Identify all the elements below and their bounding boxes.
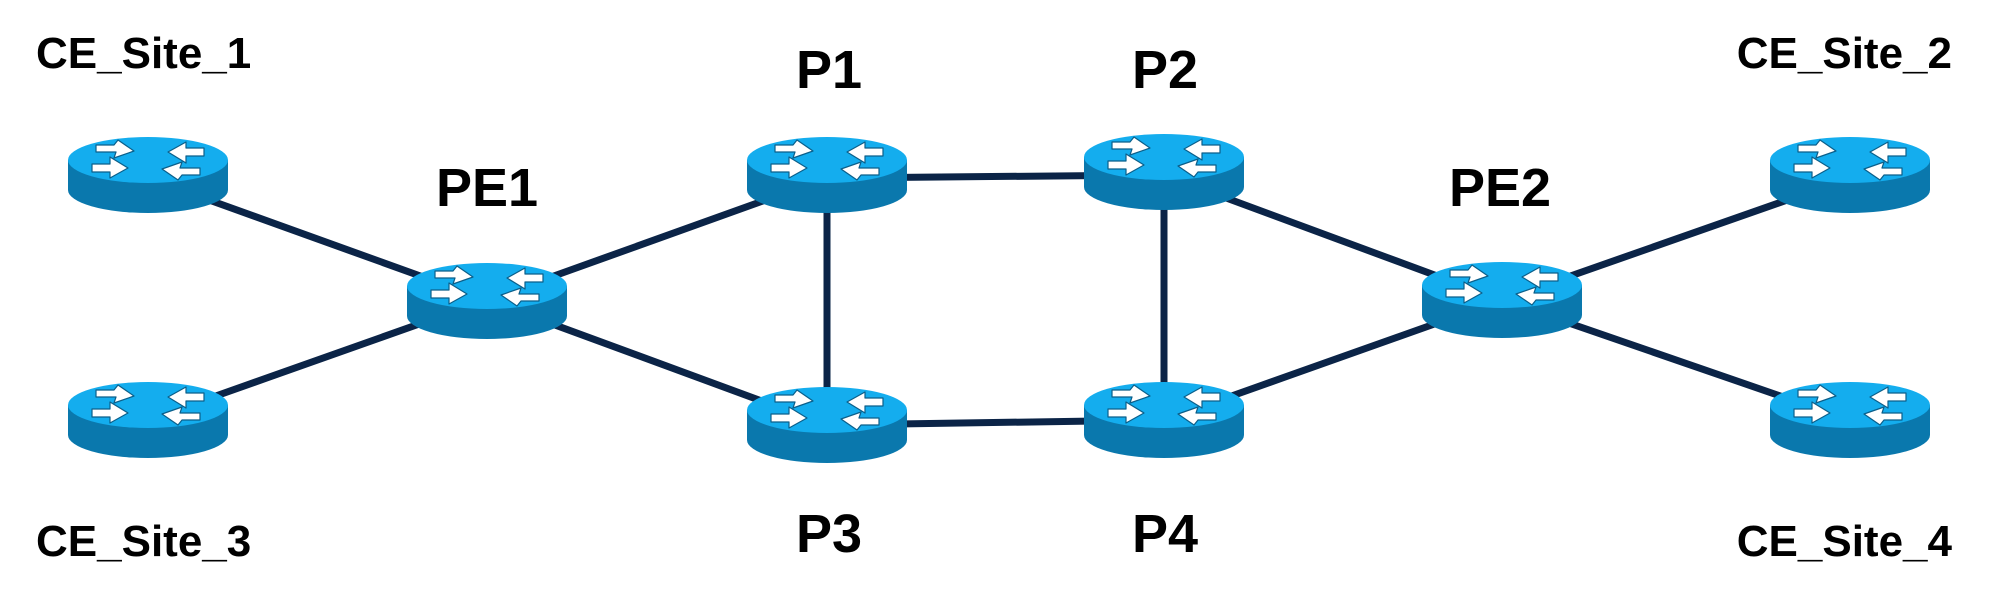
router-ce4[interactable] <box>1769 381 1931 459</box>
router-icon <box>67 136 229 214</box>
links-layer <box>144 171 1854 429</box>
label-p1: P1 <box>796 40 862 100</box>
routers-layer <box>67 133 1931 464</box>
label-ce2: CE_Site_2 <box>1737 29 1952 78</box>
label-p3: P3 <box>796 504 862 564</box>
router-icon <box>746 386 908 464</box>
router-p1[interactable] <box>746 136 908 214</box>
router-ce3[interactable] <box>67 381 229 459</box>
labels-layer: CE_Site_1 CE_Site_3 PE1 P1 P3 P2 P4 PE2 … <box>36 29 1953 566</box>
router-p2[interactable] <box>1083 133 1245 211</box>
router-icon <box>1769 381 1931 459</box>
router-p4[interactable] <box>1083 381 1245 459</box>
label-p2: P2 <box>1132 40 1198 100</box>
router-pe2[interactable] <box>1421 261 1583 339</box>
label-pe2: PE2 <box>1449 158 1551 218</box>
router-icon <box>1083 133 1245 211</box>
router-icon <box>746 136 908 214</box>
router-pe1[interactable] <box>406 262 568 340</box>
router-ce2[interactable] <box>1769 136 1931 214</box>
label-ce4: CE_Site_4 <box>1737 517 1953 566</box>
router-icon <box>67 381 229 459</box>
router-p3[interactable] <box>746 386 908 464</box>
label-pe1: PE1 <box>436 158 538 218</box>
router-icon <box>1769 136 1931 214</box>
label-ce1: CE_Site_1 <box>36 29 251 78</box>
router-icon <box>1421 261 1583 339</box>
router-ce1[interactable] <box>67 136 229 214</box>
router-icon <box>1083 381 1245 459</box>
label-ce3: CE_Site_3 <box>36 517 251 566</box>
label-p4: P4 <box>1132 504 1198 564</box>
router-icon <box>406 262 568 340</box>
